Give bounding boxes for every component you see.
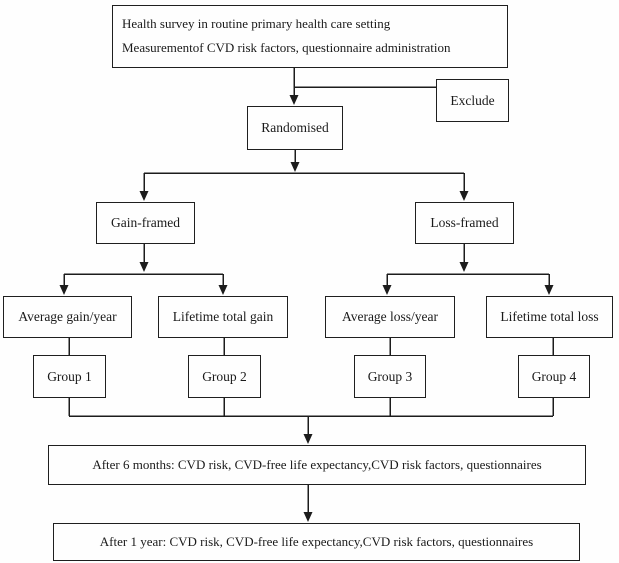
group-3-label: Group 3 xyxy=(367,368,413,384)
followup-1-year-label: After 1 year: CVD risk, CVD-free life ex… xyxy=(99,533,534,549)
arrowhead-gain-split xyxy=(139,262,149,272)
node-gain-framed: Gain-framed xyxy=(96,202,195,244)
node-followup-1-year: After 1 year: CVD risk, CVD-free life ex… xyxy=(53,523,580,561)
gain-framed-label: Gain-framed xyxy=(111,215,180,231)
arrowhead-average-gain xyxy=(59,285,69,295)
lifetime-gain-label: Lifetime total gain xyxy=(172,309,274,325)
node-group-1: Group 1 xyxy=(33,355,106,398)
arrowhead-followup-1y xyxy=(303,512,313,522)
node-group-2: Group 2 xyxy=(188,355,261,398)
loss-framed-label: Loss-framed xyxy=(430,215,499,231)
arrowhead-gain-framed xyxy=(139,191,149,201)
group-4-label: Group 4 xyxy=(531,368,577,384)
node-average-gain: Average gain/year xyxy=(3,296,132,338)
node-loss-framed: Loss-framed xyxy=(415,202,514,244)
average-loss-label: Average loss/year xyxy=(341,309,439,325)
health-survey-line2: Measurementof CVD risk factors, question… xyxy=(122,40,451,55)
node-average-loss: Average loss/year xyxy=(325,296,455,338)
arrowhead-loss-split xyxy=(459,262,469,272)
node-lifetime-gain: Lifetime total gain xyxy=(158,296,288,338)
health-survey-line1: Health survey in routine primary health … xyxy=(122,16,391,32)
randomised-label: Randomised xyxy=(261,120,329,136)
node-exclude: Exclude xyxy=(436,79,509,122)
lifetime-loss-label: Lifetime total loss xyxy=(500,309,599,325)
exclude-label: Exclude xyxy=(450,92,495,108)
node-followup-6-months: After 6 months: CVD risk, CVD-free life … xyxy=(48,445,586,485)
node-randomised: Randomised xyxy=(247,106,343,150)
arrowhead-lifetime-gain xyxy=(218,285,228,295)
node-health-survey: Health survey in routine primary health … xyxy=(112,5,508,68)
arrowhead-lifetime-loss xyxy=(544,285,554,295)
followup-6-months-label: After 6 months: CVD risk, CVD-free life … xyxy=(92,456,542,472)
arrowhead-randomised xyxy=(289,95,299,105)
arrowhead-loss-framed xyxy=(459,191,469,201)
group-1-label: Group 1 xyxy=(47,368,92,384)
arrowhead-followup-6m xyxy=(303,434,313,444)
average-gain-label: Average gain/year xyxy=(18,309,117,325)
node-lifetime-loss: Lifetime total loss xyxy=(486,296,613,338)
group-2-label: Group 2 xyxy=(202,368,247,384)
node-group-3: Group 3 xyxy=(354,355,426,398)
arrowhead-t-junction xyxy=(290,162,300,172)
node-group-4: Group 4 xyxy=(518,355,590,398)
arrowhead-average-loss xyxy=(382,285,392,295)
